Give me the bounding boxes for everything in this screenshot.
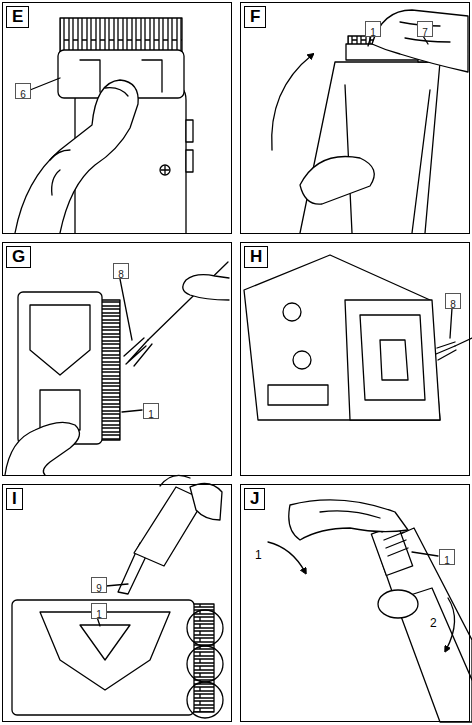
figure-panel: J1 <box>240 484 470 722</box>
callout-number: 1 <box>96 608 102 622</box>
panel-letter: I <box>6 488 23 510</box>
arrow-step-number: 1 <box>254 548 263 562</box>
callout-number: 8 <box>118 268 124 282</box>
callout-number: 1 <box>148 408 154 422</box>
callout-box: 9 <box>91 577 107 593</box>
callout-number: 8 <box>450 298 456 312</box>
figure-panel: I 9 1 <box>2 484 232 722</box>
callout-number: 9 <box>96 582 102 596</box>
panel-letter: E <box>6 6 29 28</box>
callout-number: 7 <box>422 26 428 40</box>
panel-letter: J <box>244 488 265 510</box>
panel-letter: H <box>244 246 268 268</box>
callout-number: 6 <box>20 88 26 102</box>
panel-letter: F <box>244 6 266 28</box>
callout-box: 8 <box>445 293 461 309</box>
panel-letter: G <box>6 246 31 268</box>
callout-box: 1 <box>439 549 455 565</box>
figure-panel: H8 <box>240 242 470 476</box>
clipper-with-comb <box>15 18 193 233</box>
figure-panel: E6 <box>2 2 232 234</box>
blade-cleaning <box>5 262 229 475</box>
callout-box: 1 <box>365 21 381 37</box>
arrow-step-number: 2 <box>429 616 438 630</box>
blade-oiling <box>12 475 223 718</box>
callout-box: 6 <box>15 83 31 99</box>
callout-number: 1 <box>370 26 376 40</box>
figure-panel: F 1 7 <box>240 2 470 234</box>
callout-box: 8 <box>113 263 129 279</box>
callout-box: 1 <box>91 603 107 619</box>
figure-panel: G 8 1 <box>2 242 232 476</box>
callout-number: 1 <box>444 554 450 568</box>
callout-box: 7 <box>417 21 433 37</box>
clipper-head-cleaning <box>244 255 472 420</box>
callout-box: 1 <box>143 403 159 419</box>
clipper-blade-removal <box>272 10 468 233</box>
blade-reattaching <box>268 500 472 722</box>
